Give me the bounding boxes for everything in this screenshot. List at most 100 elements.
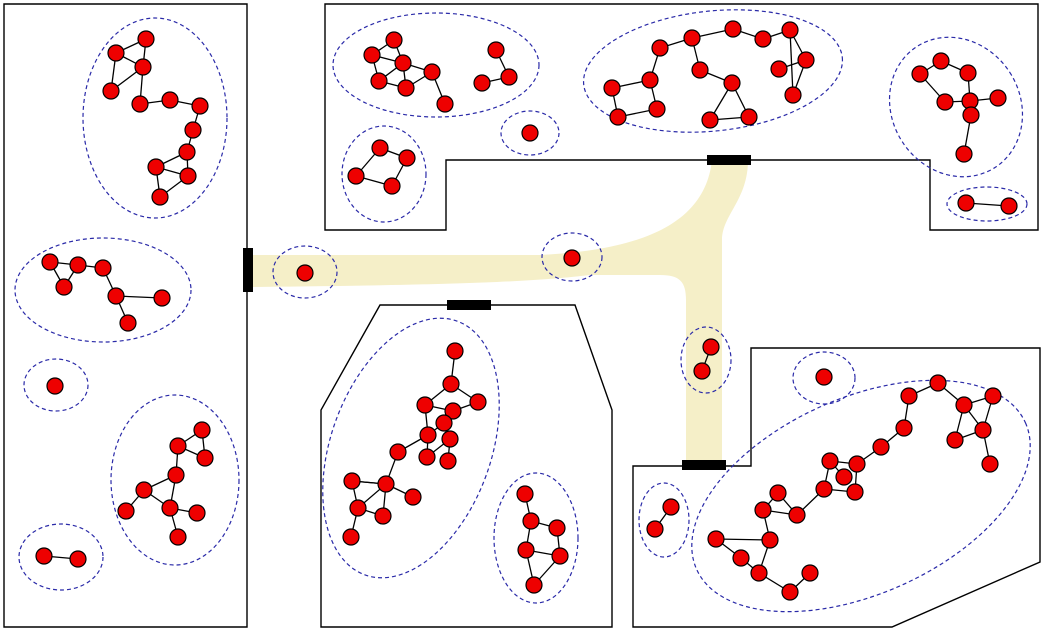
nodes [35,20,1018,601]
corridor-pair-node [702,338,720,356]
top-center-cluster-node [651,39,669,57]
room-top [324,3,1039,231]
door-left-room [243,248,253,292]
corridor-pair [680,326,732,394]
bottom-right-large-cluster-node [955,396,973,414]
left-middle-cluster-node [55,278,73,296]
left-bottom-cluster-node [188,504,206,522]
room-bottom-right [632,347,1041,628]
left-middle-cluster [14,237,192,343]
top-center-cluster-node [724,20,742,38]
bottom-center-large-cluster-node [343,472,361,490]
bottom-center-large-cluster-node [377,475,395,493]
top-quad-cluster-node [371,139,389,157]
bottom-right-large-cluster-node [981,455,999,473]
edges [43,28,1010,593]
bottom-center-small-cluster-node [551,547,569,565]
bottom-right-single-cluster-node [815,368,833,386]
bottom-right-large-cluster-node [900,387,918,405]
left-bottom-cluster-node [169,528,187,546]
top-single-cluster [500,110,560,156]
bottom-center-large-cluster-node [349,499,367,517]
left-bottom-cluster-node [167,466,185,484]
top-right-cluster-node [932,52,950,70]
left-top-cluster-node [191,97,209,115]
bottom-right-large-cluster-node [848,455,866,473]
bottom-center-small-cluster-node [525,576,543,594]
top-right-pair-cluster-node [957,194,975,212]
top-right-cluster-node [962,106,980,124]
left-pair-cluster [18,523,104,591]
top-center-cluster-node [723,74,741,92]
corridor [250,160,748,470]
top-left-cluster-node [370,72,388,90]
top-center-cluster-node [609,108,627,126]
left-single-cluster-node [46,377,64,395]
top-right-cluster-node [955,145,973,163]
bottom-center-small-cluster-node [516,485,534,503]
corridor-single-2-node [563,249,581,267]
left-bottom-cluster-node [169,437,187,455]
corridor-single-1-node [296,264,314,282]
bottom-right-large-cluster-node [895,419,913,437]
top-center-cluster-node [648,100,666,118]
bottom-center-large-cluster-node [442,375,460,393]
left-bottom-cluster-node [196,449,214,467]
room-left [3,3,248,628]
left-top-cluster [82,17,228,219]
room-bottom-center [320,304,613,628]
bottom-center-large-cluster-node [444,402,462,420]
bottom-right-pair-cluster-node [646,520,664,538]
bottom-right-large-cluster [691,379,1031,613]
top-quad-cluster-node [347,167,365,185]
bottom-right-large-cluster-node [788,506,806,524]
top-center-cluster-node [797,51,815,69]
top-center-cluster-node [784,86,802,104]
corridor-pair-node [693,362,711,380]
door-top-room [707,155,751,165]
bottom-right-large-cluster-node [846,483,864,501]
top-single-cluster-node [521,124,539,142]
left-top-cluster-node [131,95,149,113]
top-left-cluster-node [473,74,491,92]
left-top-cluster-node [161,91,179,109]
bottom-center-large-cluster-node [342,528,360,546]
bottom-right-large-cluster-edge [715,538,771,541]
top-right-cluster-node [989,89,1007,107]
bottom-right-large-cluster-node [815,480,833,498]
left-top-cluster-node [184,121,202,139]
bottom-right-large-cluster-node [929,374,947,392]
top-center-cluster-node [603,79,621,97]
top-right-cluster-node [911,65,929,83]
top-quad-cluster-node [383,177,401,195]
top-left-cluster-node [423,63,441,81]
top-quad-cluster-node [398,149,416,167]
bottom-right-large-cluster-node [761,531,779,549]
bottom-center-large-cluster [322,317,500,579]
rooms [3,3,1041,628]
bottom-center-large-cluster-node [446,342,464,360]
bottom-center-large-cluster-node [435,414,453,432]
corridor-single-1 [272,245,338,299]
top-center-cluster-node [770,60,788,78]
left-middle-cluster-node [94,259,112,277]
bottom-right-pair-cluster-node [662,498,680,516]
top-center-cluster-node [683,29,701,47]
clusters [14,9,1031,613]
top-left-cluster-node [385,31,403,49]
top-left-cluster-node [363,46,381,64]
left-single-cluster [23,358,89,412]
top-center-cluster-node [691,61,709,79]
bottom-center-large-cluster-node [418,448,436,466]
left-bottom-cluster [110,394,240,566]
left-middle-cluster-node [119,314,137,332]
left-top-cluster-node [147,158,165,176]
left-top-cluster-node [134,58,152,76]
left-middle-cluster-node [153,289,171,307]
bottom-right-large-cluster-node [946,431,964,449]
left-bottom-cluster-node [161,499,179,517]
top-right-cluster-node [936,93,954,111]
left-pair-cluster-node [69,550,87,568]
